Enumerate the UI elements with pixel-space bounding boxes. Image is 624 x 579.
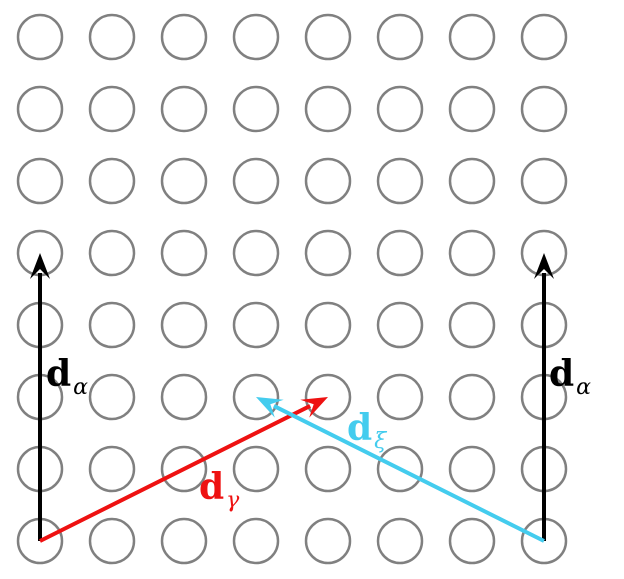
vector-xi bbox=[256, 397, 545, 543]
lattice-site bbox=[448, 517, 496, 565]
lattice-site bbox=[160, 85, 208, 133]
svg-text:dα: dα bbox=[46, 353, 88, 400]
lattice-site bbox=[160, 517, 208, 565]
lattice-site bbox=[304, 157, 352, 205]
lattice-site bbox=[160, 13, 208, 61]
lattice-site bbox=[520, 85, 568, 133]
label-sub: ξ bbox=[374, 429, 388, 454]
lattice-site bbox=[376, 157, 424, 205]
lattice-site bbox=[232, 373, 280, 421]
vector-alpha-left bbox=[30, 253, 50, 541]
lattice-site bbox=[304, 229, 352, 277]
vector-shaft bbox=[39, 404, 312, 543]
lattice-site bbox=[160, 301, 208, 349]
lattice-site bbox=[376, 13, 424, 61]
lattice-site bbox=[304, 85, 352, 133]
lattice-site bbox=[448, 85, 496, 133]
lattice-site bbox=[448, 157, 496, 205]
lattice-site bbox=[304, 13, 352, 61]
vector-gamma bbox=[39, 397, 328, 543]
lattice-site bbox=[88, 229, 136, 277]
arrowhead bbox=[300, 397, 328, 418]
lattice-site bbox=[232, 157, 280, 205]
lattice-site bbox=[160, 229, 208, 277]
lattice-site bbox=[448, 373, 496, 421]
lattice-site bbox=[448, 445, 496, 493]
lattice-site bbox=[16, 13, 64, 61]
lattice-site bbox=[376, 445, 424, 493]
vector-label-alpha-left: dα bbox=[46, 353, 88, 400]
arrowhead bbox=[534, 253, 554, 279]
svg-text:dξ: dξ bbox=[347, 407, 388, 454]
lattice-site bbox=[88, 13, 136, 61]
vector-label-gamma: dγ bbox=[199, 466, 240, 513]
lattice-site bbox=[88, 301, 136, 349]
lattice-site bbox=[304, 373, 352, 421]
arrowhead bbox=[256, 397, 284, 418]
lattice-site bbox=[304, 445, 352, 493]
lattice-site bbox=[232, 229, 280, 277]
lattice-site bbox=[88, 157, 136, 205]
lattice-site bbox=[376, 85, 424, 133]
vector-shaft bbox=[272, 404, 545, 543]
label-main: d bbox=[199, 466, 224, 508]
svg-text:dα: dα bbox=[549, 353, 591, 400]
lattice-site bbox=[304, 517, 352, 565]
lattice-site bbox=[376, 517, 424, 565]
label-sub: α bbox=[576, 375, 591, 400]
lattice-site bbox=[232, 445, 280, 493]
label-sub: α bbox=[73, 375, 88, 400]
lattice-site bbox=[448, 13, 496, 61]
lattice-site bbox=[376, 373, 424, 421]
lattice-site bbox=[160, 373, 208, 421]
lattice-grid bbox=[16, 13, 568, 565]
vector-arrows bbox=[30, 253, 554, 543]
svg-text:dγ: dγ bbox=[199, 466, 240, 513]
lattice-site bbox=[376, 301, 424, 349]
lattice-site bbox=[88, 517, 136, 565]
lattice-site bbox=[376, 229, 424, 277]
lattice-site bbox=[232, 13, 280, 61]
lattice-site bbox=[448, 229, 496, 277]
lattice-site bbox=[88, 373, 136, 421]
lattice-site bbox=[232, 85, 280, 133]
arrowhead bbox=[30, 253, 50, 279]
lattice-site bbox=[232, 517, 280, 565]
label-sub: γ bbox=[226, 488, 240, 513]
vector-label-xi: dξ bbox=[347, 407, 388, 454]
vector-alpha-right bbox=[534, 253, 554, 541]
lattice-site bbox=[16, 85, 64, 133]
vector-label-alpha-right: dα bbox=[549, 353, 591, 400]
lattice-site bbox=[448, 301, 496, 349]
lattice-site bbox=[88, 445, 136, 493]
lattice-site bbox=[520, 157, 568, 205]
lattice-site bbox=[160, 445, 208, 493]
lattice-site bbox=[16, 157, 64, 205]
lattice-site bbox=[88, 85, 136, 133]
label-main: d bbox=[347, 407, 372, 449]
label-main: d bbox=[549, 353, 574, 395]
label-main: d bbox=[46, 353, 71, 395]
lattice-site bbox=[160, 157, 208, 205]
lattice-site bbox=[520, 13, 568, 61]
lattice-site bbox=[232, 301, 280, 349]
lattice-site bbox=[304, 301, 352, 349]
